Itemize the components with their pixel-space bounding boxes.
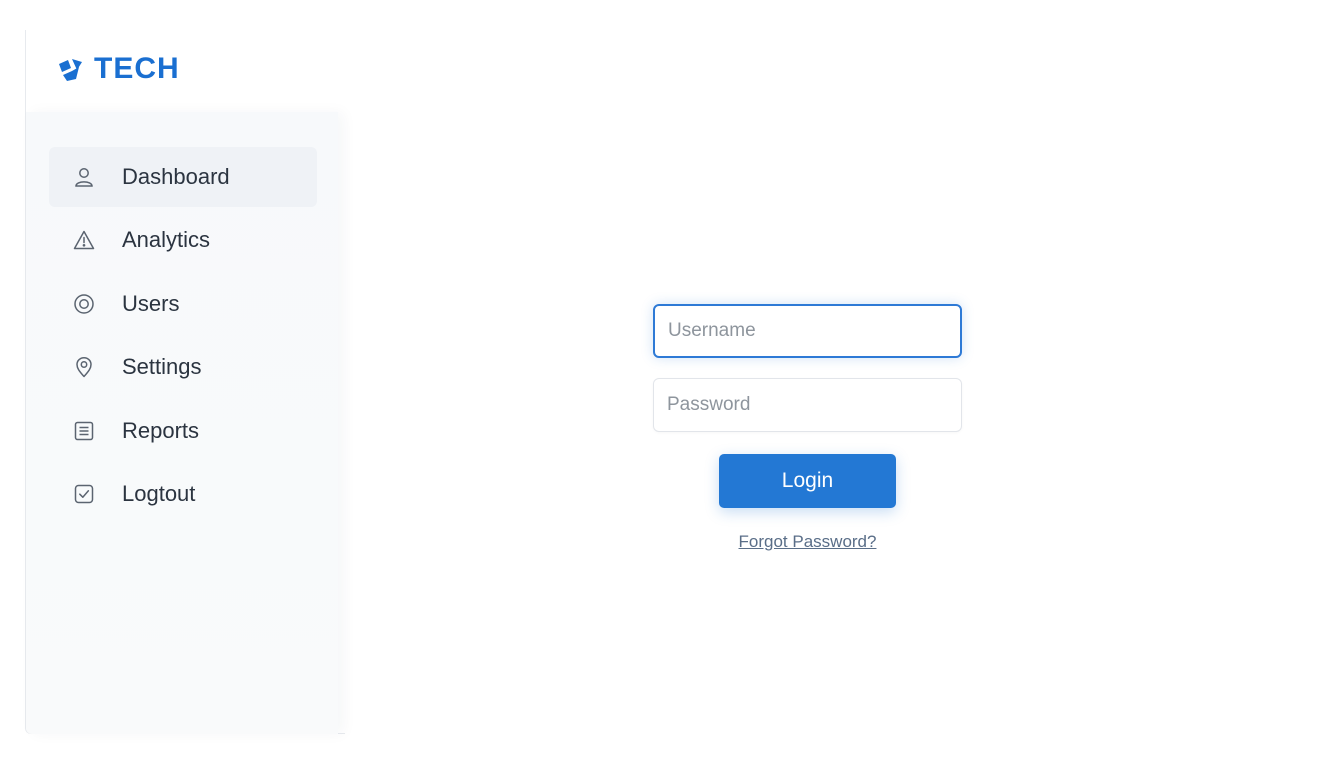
- sidebar-item-label: Analytics: [122, 227, 211, 253]
- checkbox-icon: [72, 482, 96, 506]
- sidebar-item-dashboard[interactable]: Dashboard: [49, 147, 317, 207]
- document-lines-icon: [72, 419, 96, 443]
- logo[interactable]: TECH: [57, 52, 180, 86]
- brand-header: TECH: [26, 30, 346, 112]
- sidebar-item-reports[interactable]: Reports: [49, 401, 317, 461]
- app-frame: TECH Dashboard: [25, 30, 346, 734]
- user-icon: [72, 165, 96, 189]
- sidebar-item-label: Settings: [122, 354, 202, 380]
- sidebar-item-users[interactable]: Users: [49, 274, 317, 334]
- sidebar-item-label: Logtout: [122, 480, 196, 506]
- sidebar-nav: Dashboard Analytics: [49, 147, 317, 527]
- sidebar-item-analytics[interactable]: Analytics: [49, 210, 317, 270]
- sidebar-item-label: Reports: [122, 417, 200, 443]
- warning-triangle-icon: [72, 228, 96, 252]
- login-button[interactable]: Login: [719, 454, 896, 508]
- username-input[interactable]: [653, 304, 962, 358]
- map-pin-icon: [72, 355, 96, 379]
- tech-logo-icon: [57, 55, 85, 83]
- sidebar-item-label: Users: [122, 290, 180, 316]
- forgot-password-link[interactable]: Forgot Password?: [738, 532, 877, 551]
- login-form: Login Forgot Password?: [653, 304, 962, 552]
- sidebar-item-logout[interactable]: Logtout: [49, 464, 317, 524]
- sidebar-item-label: Dashboard: [122, 164, 230, 189]
- password-input[interactable]: [653, 378, 962, 432]
- circle-target-icon: [72, 292, 96, 316]
- sidebar: Dashboard Analytics: [26, 112, 338, 734]
- sidebar-item-settings[interactable]: Settings: [49, 337, 317, 397]
- brand-name: TECH: [94, 52, 180, 85]
